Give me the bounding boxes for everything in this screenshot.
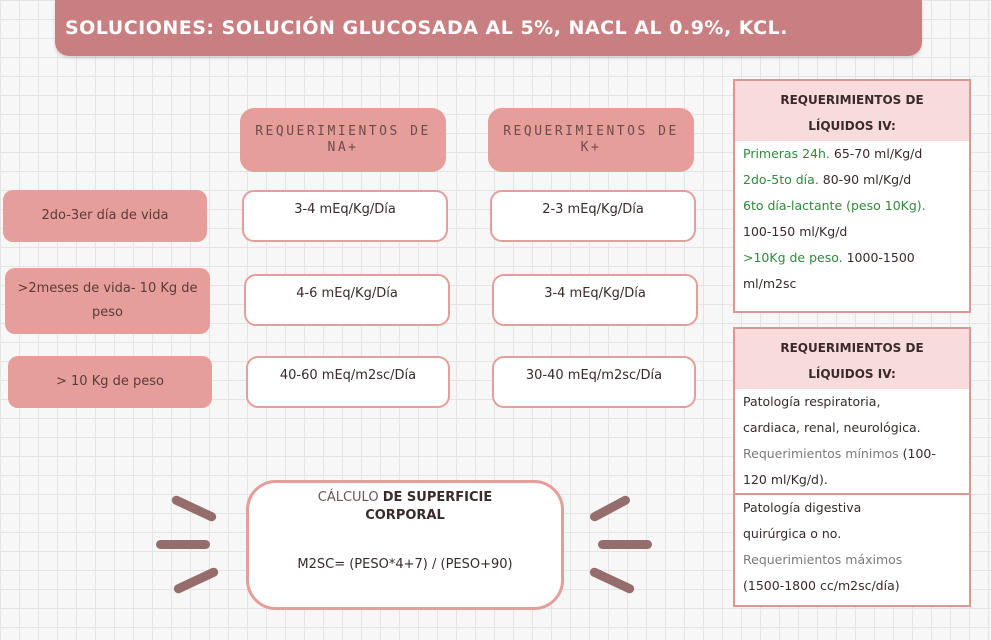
row-label-2-text: >2meses de vida- 10 Kg de peso [17,281,198,320]
panel-2-section-2: Patología digestiva quirúrgica o no. Req… [735,495,969,599]
k-cell-1: 2-3 mEq/Kg/Día [490,190,696,242]
k-cell-2: 3-4 mEq/Kg/Día [492,274,698,326]
panel-2-heading-line2: LÍQUIDOS IV: [808,367,896,381]
panel-1-line: 6to día-lactante (peso 10Kg). [743,198,926,213]
panel-1-heading-line2: LÍQUIDOS IV: [808,119,896,133]
na-cell-2: 4-6 mEq/Kg/Día [244,274,450,326]
panel-2-s2-line4: (1500-1800 cc/m2sc/día) [743,578,900,593]
panel-1-line: 100-150 ml/Kg/d [743,224,848,239]
panel-1-line: Primeras 24h. 65-70 ml/Kg/d [743,146,923,161]
panel-1-line: 2do-5to día. 80-90 ml/Kg/d [743,172,912,187]
row-label-1-text: 2do-3er día de vida [41,208,169,223]
panel-2-s1-line1: Patología respiratoria, [743,394,881,409]
panel-2-s1-line3: Requerimientos mínimos (100- [743,446,936,461]
na-cell-3-text: 40-60 mEq/m2sc/Día [279,368,417,383]
na-cell-1: 3-4 mEq/Kg/Día [242,190,448,242]
decorative-ray [170,494,218,523]
decorative-ray [172,566,220,595]
page-title: SOLUCIONES: SOLUCIÓN GLUCOSADA AL 5%, NA… [65,17,788,39]
header-na-label: REQUERIMIENTOS DE NA+ [255,124,431,155]
k-cell-3: 30-40 mEq/m2sc/Día [492,356,696,408]
k-cell-3-text: 30-40 mEq/m2sc/Día [525,368,663,383]
page-title-bar: SOLUCIONES: SOLUCIÓN GLUCOSADA AL 5%, NA… [55,0,922,56]
panel-1-heading-line1: REQUERIMIENTOS DE [780,93,924,107]
formula-title: CÁLCULO DE SUPERFICIE [249,489,561,507]
formula-title-light: CÁLCULO [317,490,379,505]
na-cell-2-text: 4-6 mEq/Kg/Día [296,286,398,301]
formula-title-line2: CORPORAL [365,508,445,523]
header-k-label: REQUERIMIENTOS DE K+ [503,124,679,155]
formula-title-bold: DE SUPERFICIE [382,490,493,505]
formula-expression: M2SC= (PESO*4+7) / (PESO+90) [297,557,513,572]
panel-2-s2-line2: quirúrgica o no. [743,526,842,541]
panel-2-heading: REQUERIMIENTOS DE LÍQUIDOS IV: [735,329,969,389]
decorative-ray [588,566,636,595]
row-label-1: 2do-3er día de vida [3,190,207,242]
decorative-ray [156,540,210,549]
decorative-ray [588,494,632,523]
header-na: REQUERIMIENTOS DE NA+ [240,108,446,172]
panel-2-s2-line1: Patología digestiva [743,500,862,515]
panel-2-heading-line1: REQUERIMIENTOS DE [780,341,924,355]
decorative-ray [598,540,652,549]
k-cell-2-text: 3-4 mEq/Kg/Día [544,286,646,301]
panel-2-section-1: Patología respiratoria, cardiaca, renal,… [735,389,969,495]
panel-1-heading: REQUERIMIENTOS DE LÍQUIDOS IV: [735,81,969,141]
header-k: REQUERIMIENTOS DE K+ [488,108,694,172]
panel-2-s2-line3: Requerimientos máximos [743,552,903,567]
k-cell-1-text: 2-3 mEq/Kg/Día [542,202,644,217]
body-surface-formula: CÁLCULO DE SUPERFICIE CORPORAL M2SC= (PE… [246,480,564,610]
panel-2-s1-line2: cardiaca, renal, neurológica. [743,420,921,435]
panel-1-line: ml/m2sc [743,276,797,291]
fluid-requirements-panel-1: REQUERIMIENTOS DE LÍQUIDOS IV: Primeras … [733,79,971,313]
row-label-2: >2meses de vida- 10 Kg de peso [5,268,210,334]
row-label-3: > 10 Kg de peso [8,356,212,408]
panel-1-line: >10Kg de peso. 1000-1500 [743,250,915,265]
fluid-requirements-panel-2: REQUERIMIENTOS DE LÍQUIDOS IV: Patología… [733,327,971,607]
panel-2-s1-line4: 120 ml/Kg/d). [743,472,828,487]
na-cell-1-text: 3-4 mEq/Kg/Día [294,202,396,217]
row-label-3-text: > 10 Kg de peso [56,374,164,389]
panel-1-body: Primeras 24h. 65-70 ml/Kg/d 2do-5to día.… [735,141,969,297]
na-cell-3: 40-60 mEq/m2sc/Día [246,356,450,408]
